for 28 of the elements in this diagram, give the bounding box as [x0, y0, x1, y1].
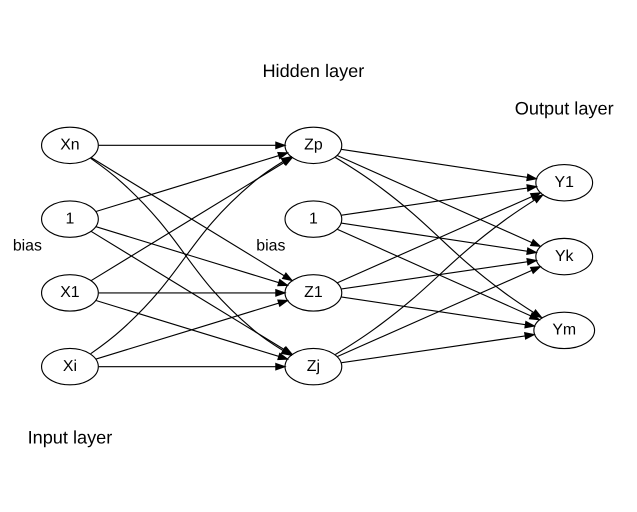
label: Hidden layer [262, 61, 364, 82]
arrow [342, 332, 536, 364]
node-ellipse: Zj [284, 348, 342, 386]
arrow [98, 288, 287, 297]
label: Input layer [28, 428, 112, 448]
arrow [342, 184, 538, 216]
node-ellipse: X1 [41, 274, 99, 312]
arrow [337, 228, 541, 320]
node-ellipse: Zp [284, 126, 342, 164]
arrow [341, 222, 538, 256]
arrow [98, 362, 287, 371]
arrow [342, 258, 538, 290]
arrow [341, 148, 538, 182]
arrow [96, 226, 290, 286]
node-ellipse: Ym [533, 312, 596, 350]
node-ellipse: Xn [41, 126, 99, 164]
node-ellipse: 1 [284, 200, 342, 238]
node-ellipse: Xi [41, 348, 99, 386]
node-ellipse: 1 [41, 200, 99, 238]
node-ellipse: Z1 [284, 274, 342, 312]
node-label: bias [256, 237, 286, 254]
arrow [96, 152, 290, 212]
arrow [98, 141, 287, 150]
node-label: bias [12, 237, 42, 254]
node-ellipse: Y1 [535, 164, 594, 202]
label: Output layer [514, 98, 614, 118]
node-ellipse: Yk [535, 238, 594, 276]
arrow [341, 296, 536, 329]
